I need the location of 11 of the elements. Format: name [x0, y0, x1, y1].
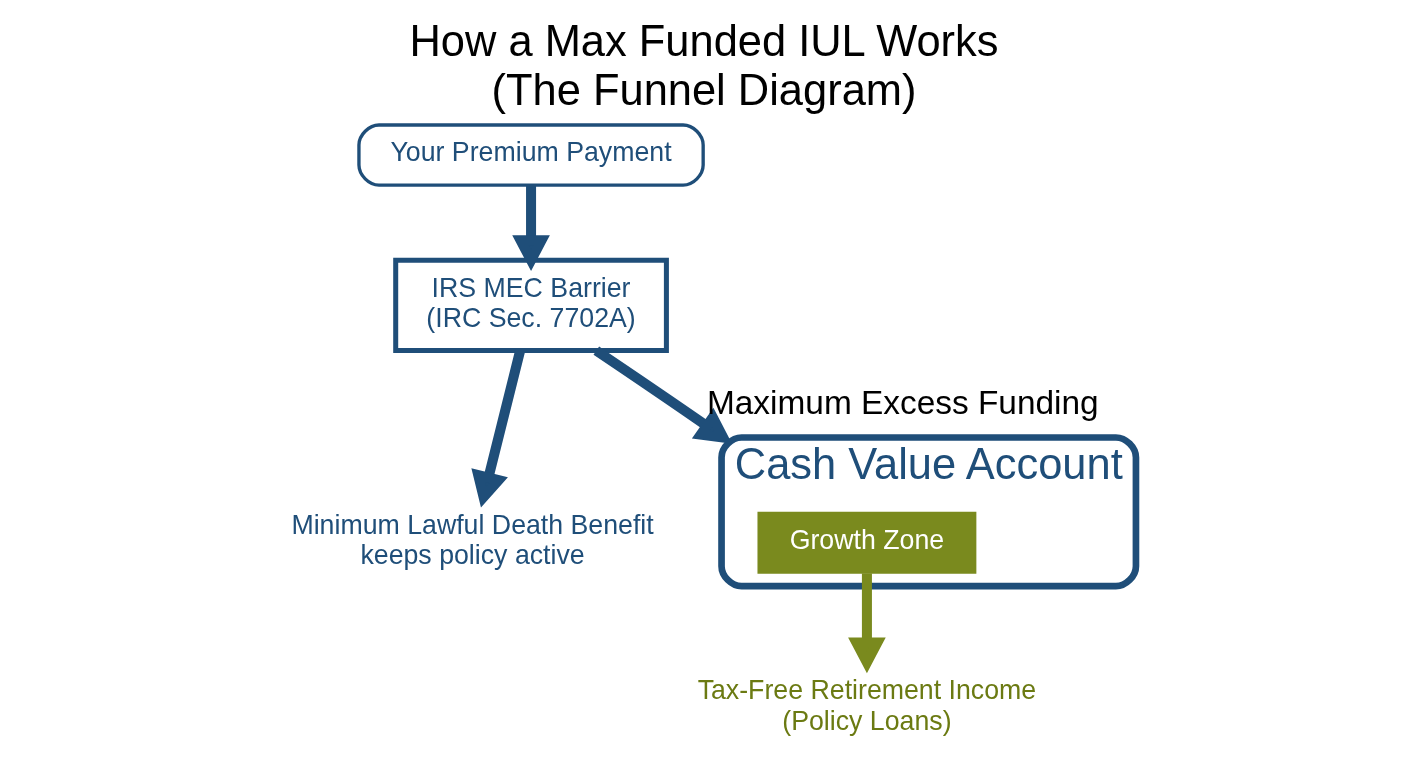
- node-box: Growth Zone: [757, 511, 977, 574]
- node-box: IRS MEC Barrier (IRC Sec. 7702A): [393, 257, 669, 354]
- caption: (The Funnel Diagram): [491, 65, 917, 114]
- arrow: [512, 185, 550, 272]
- arrow: [593, 346, 733, 444]
- node-text: Tax-Free Retirement Income (Policy Loans): [697, 675, 1037, 736]
- node-text: Minimum Lawful Death Benefit keeps policy active: [291, 510, 654, 571]
- edge-label: Maximum Excess Funding: [706, 384, 1099, 422]
- arrow: [848, 573, 886, 674]
- node-box: Your Premium Payment: [357, 123, 705, 187]
- diagram-title: How a Max Funded IUL Works: [409, 17, 999, 66]
